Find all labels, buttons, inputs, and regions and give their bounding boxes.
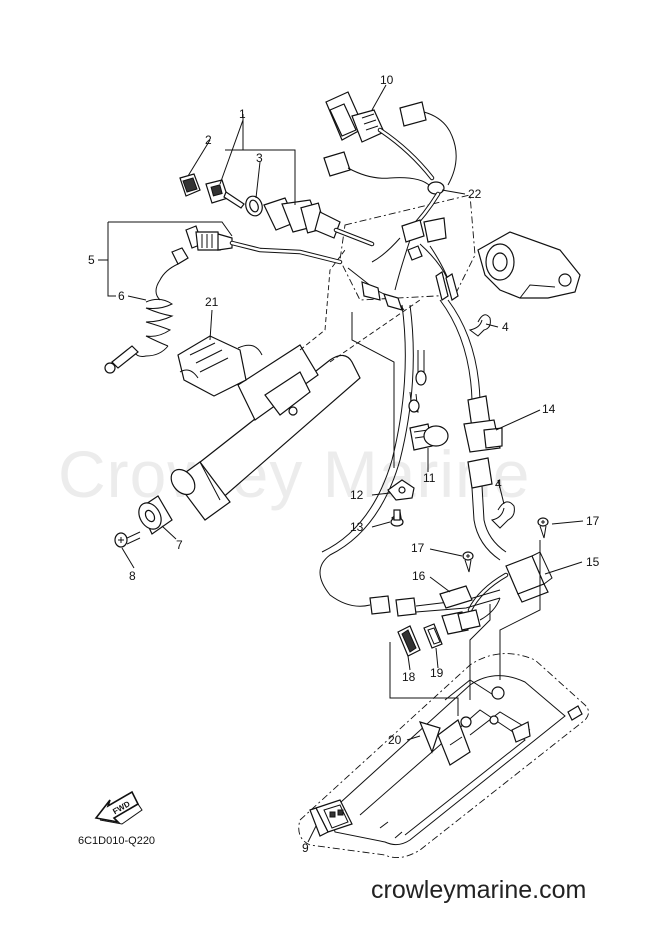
callout-6: 6 xyxy=(118,289,125,303)
steering-bracket xyxy=(339,194,581,301)
friction-knob xyxy=(114,495,173,548)
callout-5: 5 xyxy=(88,253,95,267)
lower-harness xyxy=(319,304,501,657)
callout-19: 19 xyxy=(430,666,444,680)
decal-20 xyxy=(418,721,441,754)
callout-20: 20 xyxy=(388,733,402,747)
bottom-cowling xyxy=(298,653,589,859)
callout-numbers: 10 1 2 3 22 5 6 21 4 14 11 4 12 17 13 7 … xyxy=(88,73,600,855)
callout-4-lower: 4 xyxy=(495,477,502,491)
screws xyxy=(462,517,549,573)
engine-stop-switch xyxy=(104,225,343,374)
callout-22: 22 xyxy=(468,187,482,201)
wire-harness xyxy=(323,91,459,311)
callout-14: 14 xyxy=(542,402,556,416)
sensor-parts xyxy=(387,350,449,527)
tiller-handle xyxy=(170,249,421,521)
callout-11: 11 xyxy=(423,471,436,485)
callout-16: 16 xyxy=(412,569,426,583)
callout-7: 7 xyxy=(176,538,183,552)
connector-9 xyxy=(309,799,353,837)
callout-9: 9 xyxy=(302,841,309,855)
leader-lines xyxy=(98,84,584,843)
watermark: Crowley Marine xyxy=(58,437,530,511)
fwd-arrow: FWD xyxy=(94,790,143,825)
callout-8: 8 xyxy=(129,569,136,583)
diagram-code: 6C1D010-Q220 xyxy=(78,835,155,847)
callout-1: 1 xyxy=(239,107,246,121)
callout-18: 18 xyxy=(402,670,416,684)
callout-10: 10 xyxy=(380,73,394,87)
callout-15: 15 xyxy=(586,555,600,569)
site-url: crowleymarine.com xyxy=(371,876,586,904)
reference-lines xyxy=(107,114,541,716)
callout-2: 2 xyxy=(205,133,212,147)
callout-13: 13 xyxy=(350,520,364,534)
callout-17-right: 17 xyxy=(586,514,600,528)
cable-clamps xyxy=(468,314,515,529)
callout-3: 3 xyxy=(256,151,263,165)
callout-21: 21 xyxy=(205,295,219,309)
relay-unit xyxy=(467,551,553,613)
callout-12: 12 xyxy=(350,488,364,502)
main-switch-assembly xyxy=(179,173,375,247)
callout-4-upper: 4 xyxy=(502,320,509,334)
harness-lead xyxy=(439,299,507,561)
callout-17-left: 17 xyxy=(411,541,425,555)
